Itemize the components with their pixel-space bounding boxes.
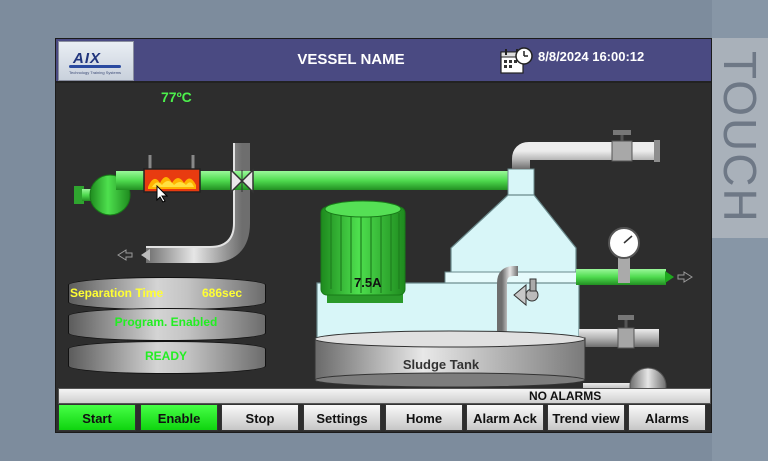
sludge-pump-icon xyxy=(629,367,667,388)
heater-icon xyxy=(143,155,201,193)
touch-strip xyxy=(712,38,768,238)
sludge-tank xyxy=(314,330,586,388)
calendar-clock-icon xyxy=(500,47,533,74)
separator-motor xyxy=(320,200,406,303)
program-state-panel xyxy=(68,308,266,341)
process-diagram xyxy=(74,130,693,388)
pressure-gauge-icon xyxy=(608,227,640,283)
trend-view-button[interactable]: Trend view xyxy=(547,404,625,431)
flow-arrow-right-icon xyxy=(665,271,674,283)
logo-swoosh xyxy=(69,65,121,68)
separator-bowl xyxy=(450,194,577,274)
company-logo: AIX Technology Training Systems xyxy=(58,41,134,81)
current-datetime: 8/8/2024 16:00:12 xyxy=(538,49,645,64)
logo-text: AIX xyxy=(73,50,102,67)
separation-time-label: Separation Time xyxy=(70,286,164,300)
water-inlet-pipe xyxy=(497,266,518,375)
separation-time-value: 686sec xyxy=(202,286,243,300)
settings-button[interactable]: Settings xyxy=(303,404,381,431)
water-inlet-valve-icon xyxy=(513,278,539,307)
motor-current-readout: 7.5A xyxy=(354,275,382,290)
flow-arrow-left-outline-icon xyxy=(117,249,133,261)
alarm-status-bar[interactable]: NO ALARMS xyxy=(58,388,711,404)
separator-top-column xyxy=(507,168,535,196)
alarms-button[interactable]: Alarms xyxy=(628,404,706,431)
start-button[interactable]: Start xyxy=(58,404,136,431)
enable-button[interactable]: Enable xyxy=(140,404,218,431)
return-pipe xyxy=(146,143,250,263)
sludge-pump-pipe xyxy=(583,383,643,388)
stop-button[interactable]: Stop xyxy=(221,404,299,431)
hmi-screen: AIX Technology Training Systems VESSEL N… xyxy=(55,38,712,433)
ready-state-panel xyxy=(68,341,266,374)
butterfly-valve-icon xyxy=(230,168,254,194)
header-bar: AIX Technology Training Systems VESSEL N… xyxy=(56,39,711,83)
program-state-text: Program. Enabled xyxy=(114,315,218,329)
mouse-pointer-icon xyxy=(156,185,168,203)
logo-tagline: Technology Training Systems xyxy=(69,70,122,75)
alarm-ack-button[interactable]: Alarm Ack xyxy=(466,404,544,431)
home-button[interactable]: Home xyxy=(385,404,463,431)
flow-arrow-left-icon xyxy=(141,249,150,261)
top-needle-valve-icon xyxy=(611,130,633,162)
temperature-readout: 77ºC xyxy=(161,89,192,105)
flow-arrow-right-outline-icon xyxy=(677,271,693,283)
ready-state-text: READY xyxy=(144,349,187,363)
sludge-tank-label: Sludge Tank xyxy=(402,357,480,372)
feed-pipe xyxy=(116,171,508,190)
mid-needle-valve-icon xyxy=(617,315,635,349)
top-outlet-pipe xyxy=(512,142,654,169)
vessel-name-title: VESSEL NAME xyxy=(297,51,405,68)
touch-brand-label: TOUCH xyxy=(714,50,766,224)
alarm-status-text: NO ALARMS xyxy=(529,389,602,403)
